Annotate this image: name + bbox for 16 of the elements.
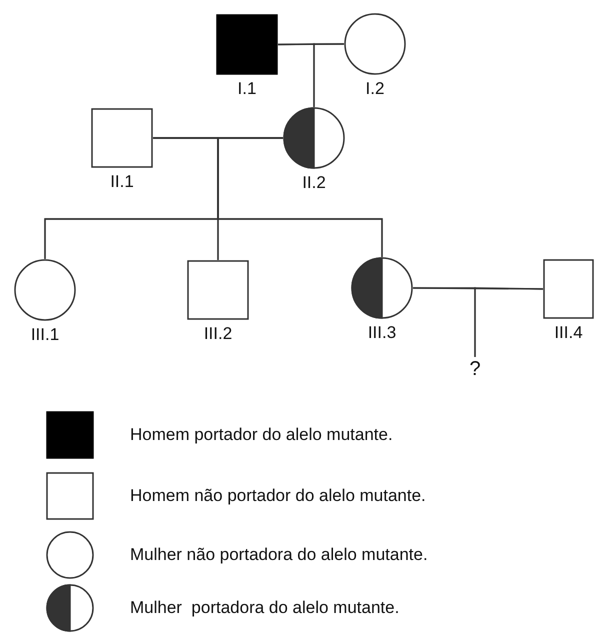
legend-text: Homem não portador do alelo mutante.	[130, 486, 426, 506]
pedigree-line	[474, 287, 543, 357]
individual-label: III.2	[204, 324, 232, 344]
individual-label: II.1	[110, 172, 134, 192]
individual-label: I.1	[238, 79, 256, 99]
pedigree-line	[313, 43, 344, 107]
legend-text: Homem portador do alelo mutante.	[130, 425, 393, 445]
individual-label: III.1	[30, 325, 60, 345]
individual-label: I.2	[366, 79, 384, 99]
individual-label: II.2	[302, 173, 326, 193]
individual-label: III.3	[368, 323, 396, 343]
individual-label: III.4	[554, 323, 583, 343]
question-mark: ?	[469, 357, 481, 381]
legend-text: Mulher não portadora do alelo mutante.	[130, 545, 428, 565]
pedigree-line	[217, 137, 383, 257]
legend-text: Mulher portadora do alelo mutante.	[130, 598, 400, 618]
